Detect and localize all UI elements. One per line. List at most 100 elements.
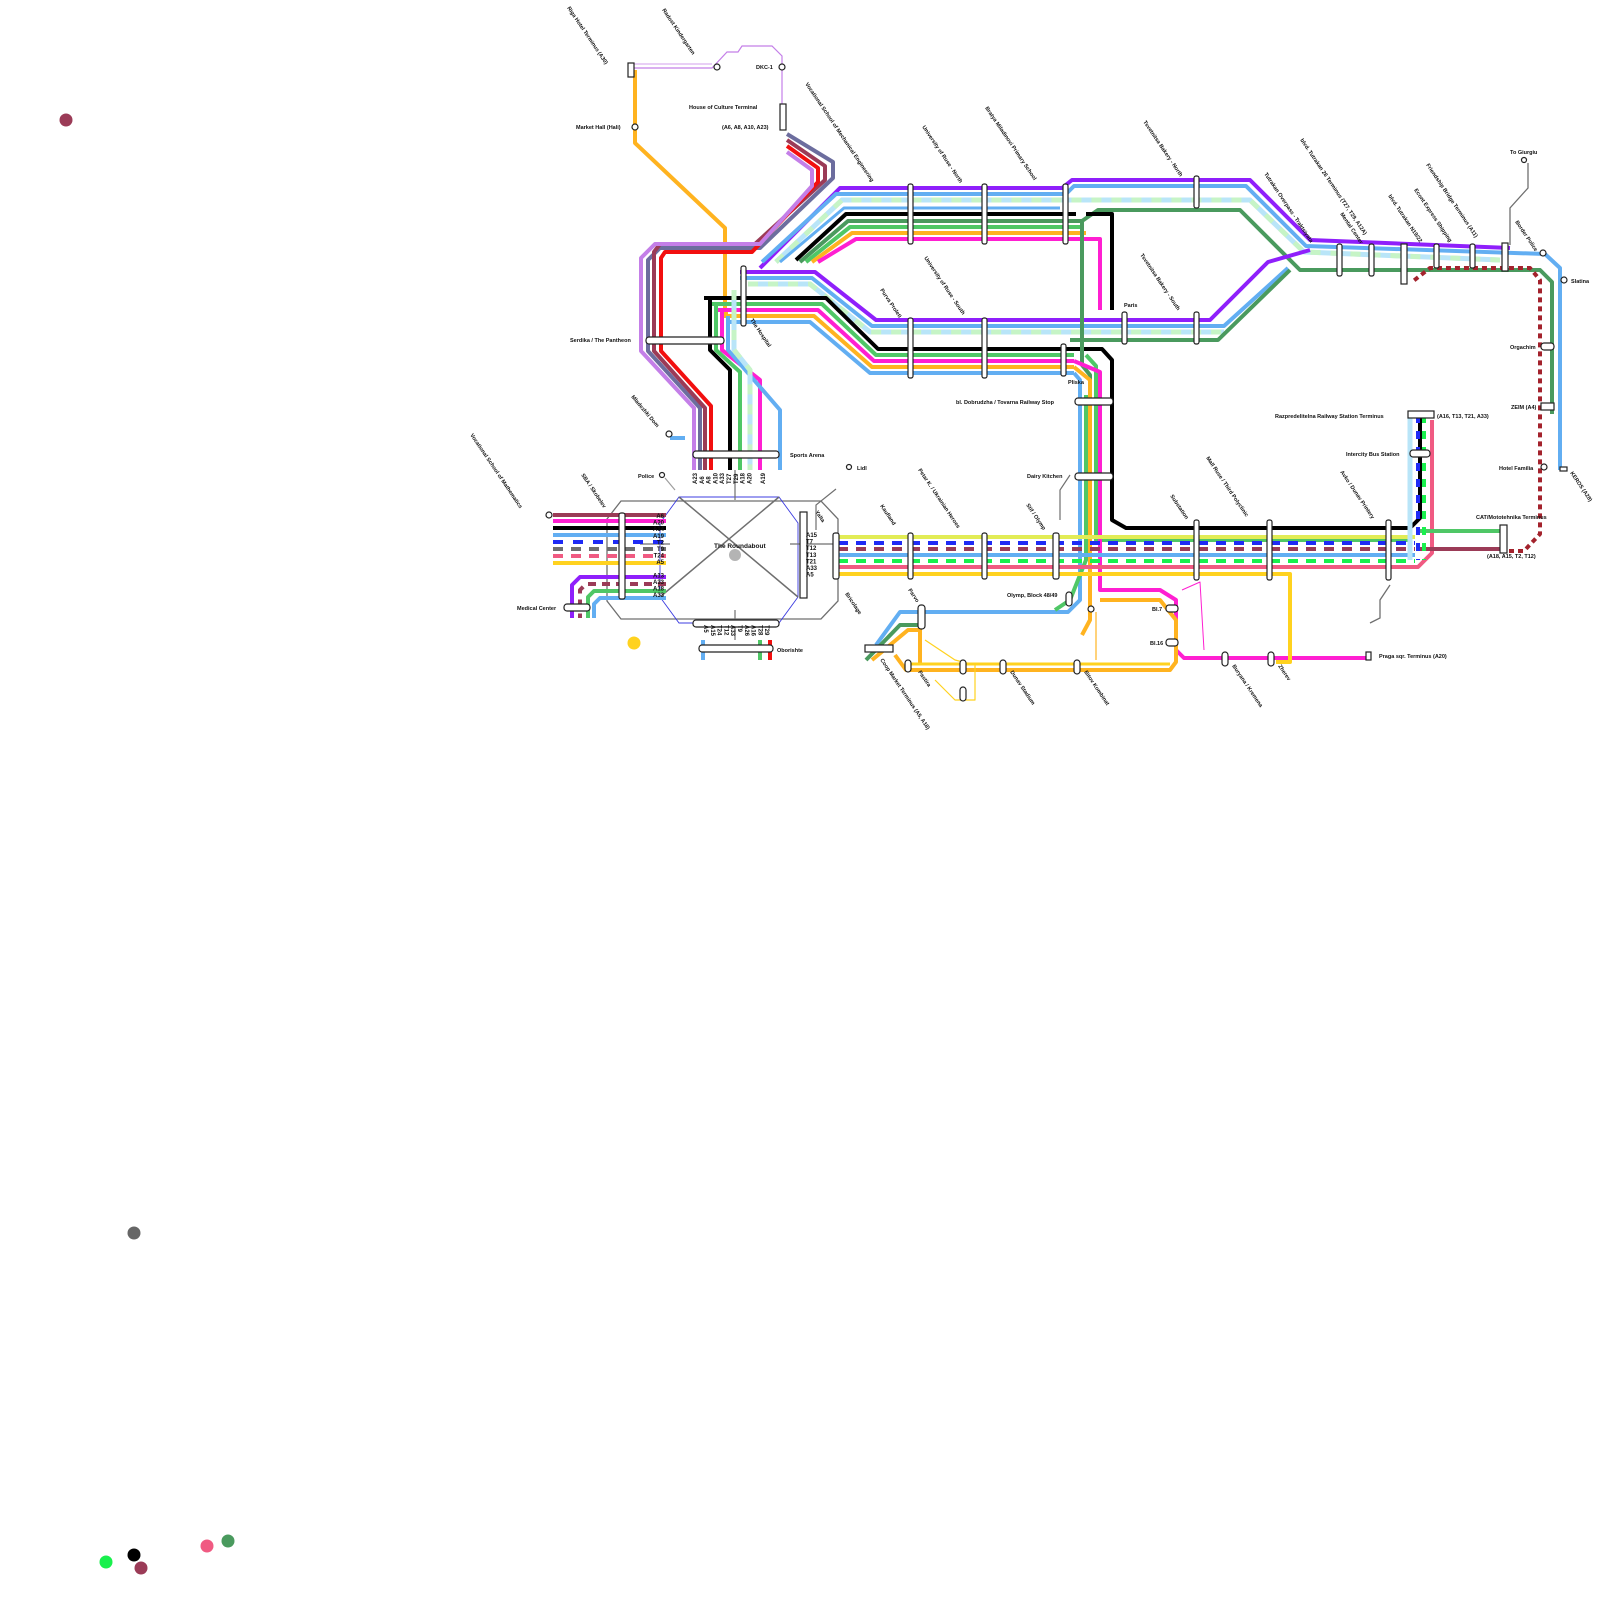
paris-marker[interactable] — [1121, 311, 1128, 345]
bitov-marker[interactable] — [1073, 659, 1081, 675]
route-tag-top_stack-6: T29 — [734, 473, 740, 484]
route-tag-left_stack-5: T9 — [657, 547, 665, 553]
route-tag-top_stack-1: A6 — [700, 476, 706, 484]
mental-center-marker[interactable] — [1368, 243, 1375, 277]
oborishte-marker[interactable] — [698, 644, 774, 653]
serdika-label: Serdika / The Pantheon — [570, 338, 631, 344]
dairy-kitchen-marker[interactable] — [1074, 472, 1114, 481]
bvd-tutrakan-n19-marker[interactable] — [1433, 243, 1440, 269]
praga-label: Praga sqr. Terminus (A20) — [1379, 654, 1447, 660]
hotel-familia-marker[interactable] — [1540, 463, 1548, 471]
avko-marker[interactable] — [1385, 519, 1392, 581]
pliska-marker[interactable] — [1060, 343, 1067, 377]
police-label: Police — [638, 474, 654, 480]
oborishte-top-marker[interactable] — [692, 619, 780, 628]
bl16-label: Bl.16 — [1150, 641, 1163, 647]
mall-marker[interactable] — [1266, 519, 1273, 581]
riga-terminus-marker[interactable] — [627, 62, 635, 78]
vocational-mech-label: Vocational School of Mechanical Engineer… — [803, 82, 874, 184]
tutrakan-overpass-marker[interactable] — [1336, 243, 1343, 277]
medical-marker[interactable] — [563, 603, 591, 612]
police-marker[interactable] — [658, 471, 666, 479]
pastira-marker[interactable] — [904, 659, 912, 673]
slatina-marker[interactable] — [1560, 276, 1568, 284]
tsvetnitsa-north-marker[interactable] — [1193, 175, 1200, 209]
uni-north-label: University of Ruse - North — [920, 125, 963, 185]
vocational-math-marker[interactable] — [545, 511, 553, 519]
buryana-label: Buryana / Kremena — [1230, 664, 1264, 710]
to-giurgiu-marker[interactable] — [1520, 156, 1528, 164]
legend-dot-black — [127, 1548, 141, 1562]
route-tag-top_stack-10: A19 — [761, 472, 767, 484]
praga-marker[interactable] — [1365, 651, 1372, 661]
sba-marker[interactable] — [618, 512, 626, 600]
market-hall-marker[interactable] — [631, 123, 639, 131]
bratya-marker[interactable] — [1062, 183, 1069, 245]
route-green-south — [710, 302, 1074, 357]
cat-marker[interactable] — [1499, 524, 1508, 554]
vocational-mech-marker[interactable] — [907, 183, 914, 245]
friendship-marker[interactable] — [1501, 242, 1509, 272]
dunav-stadium-marker[interactable] — [999, 659, 1007, 675]
uni-south-marker[interactable] — [981, 317, 988, 379]
roundabout: The Roundabout — [606, 470, 839, 640]
tsvetnitsa-south-marker[interactable] — [1193, 311, 1200, 345]
mladezhki-marker[interactable] — [665, 430, 673, 438]
radost-marker[interactable] — [713, 63, 721, 71]
zeim-marker[interactable] — [1540, 402, 1555, 411]
route-tag-top_stack-7: A18 — [741, 472, 747, 484]
zherev-marker[interactable] — [1267, 651, 1275, 667]
bvd-tutrakan-26-marker[interactable] — [1400, 243, 1408, 285]
house-culture-lines-label: (A6, A8, A10, A23) — [722, 125, 769, 131]
lidl-marker[interactable] — [845, 463, 853, 471]
route-tag-left_stack-2: A14 — [653, 527, 665, 533]
econt-marker[interactable] — [1469, 243, 1476, 269]
bl7-marker[interactable] — [1165, 604, 1179, 613]
dobrudzha-marker[interactable] — [1074, 397, 1114, 406]
olymp-arrow-marker[interactable] — [1087, 605, 1095, 613]
route-tag-top_stack-5: T27 — [727, 473, 733, 484]
orgachim-marker[interactable] — [1540, 342, 1555, 351]
intercity-marker[interactable] — [1409, 449, 1431, 458]
route-slate — [646, 132, 835, 470]
substation-marker[interactable] — [1193, 519, 1200, 581]
pastira-3-marker[interactable] — [959, 686, 967, 702]
pastira-2-marker[interactable] — [959, 659, 967, 675]
route-tag-bottom_stack-2: T24 — [716, 625, 722, 636]
sports-arena-marker[interactable] — [692, 450, 780, 459]
route-tag-top_stack-0: A23 — [693, 472, 699, 484]
riga-label: Riga Hotel Terminus (A30) — [565, 6, 608, 66]
razpredelitelna-marker[interactable] — [1407, 410, 1435, 419]
buryana-marker[interactable] — [1221, 651, 1229, 667]
bl16-marker[interactable] — [1165, 638, 1179, 647]
serdika-marker[interactable] — [645, 336, 725, 345]
dairy-kitchen-label: Dairy Kitchen — [1027, 474, 1063, 480]
roundabout-east-marker[interactable] — [832, 532, 840, 580]
roundabout-diagonal-1 — [678, 496, 799, 598]
keros-marker[interactable] — [1559, 466, 1568, 472]
hospital-marker[interactable] — [740, 265, 747, 327]
olymp-block-marker[interactable] — [1065, 591, 1073, 607]
route-orange-north — [810, 231, 1086, 264]
route-yellow-east — [838, 572, 1292, 664]
route-tag-left_stack-3: A19 — [653, 534, 665, 540]
paris-label: Paris — [1124, 303, 1137, 309]
petar-k-marker[interactable] — [981, 532, 988, 580]
legend-dot-grey — [127, 1226, 141, 1240]
kaufland-marker[interactable] — [907, 532, 914, 580]
route-black-paris — [1086, 212, 1114, 310]
uni-north-marker[interactable] — [981, 183, 988, 245]
house-culture-marker[interactable] — [779, 103, 787, 131]
purva-proleti-marker[interactable] — [907, 317, 914, 379]
parvo-marker[interactable] — [917, 604, 926, 630]
route-tag-left_stack-6: T24 — [654, 554, 665, 560]
coop-marker[interactable] — [864, 644, 894, 653]
yalta-marker[interactable] — [799, 511, 808, 599]
stif-marker[interactable] — [1052, 532, 1060, 580]
roundabout-diagonal-2 — [659, 496, 780, 598]
border-police-marker[interactable] — [1539, 249, 1547, 257]
route-blue-south-2 — [726, 320, 1074, 375]
dkc-marker[interactable] — [778, 63, 786, 71]
route-orange-center — [1072, 365, 1092, 636]
